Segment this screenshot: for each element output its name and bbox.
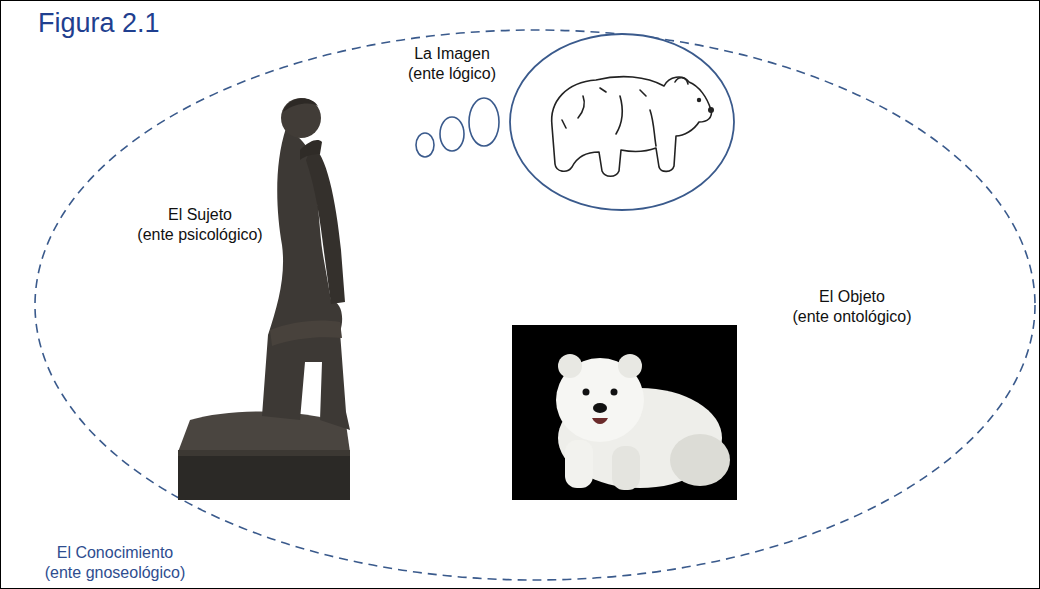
image-bubble: La Imagen (ente lógico) [385,30,745,215]
object-label: El Objeto (ente ontológico) [789,287,914,327]
subject-figure: El Sujeto (ente psicológico) [130,85,355,505]
region-label: El Conocimiento (ente gnoseológico) [42,543,189,583]
figure-title: Figura 2.1 [38,8,160,39]
object-photo: El Objeto (ente ontológico) [510,283,950,503]
image-label: La Imagen (ente lógico) [405,44,499,84]
subject-label: El Sujeto (ente psicológico) [134,205,265,245]
